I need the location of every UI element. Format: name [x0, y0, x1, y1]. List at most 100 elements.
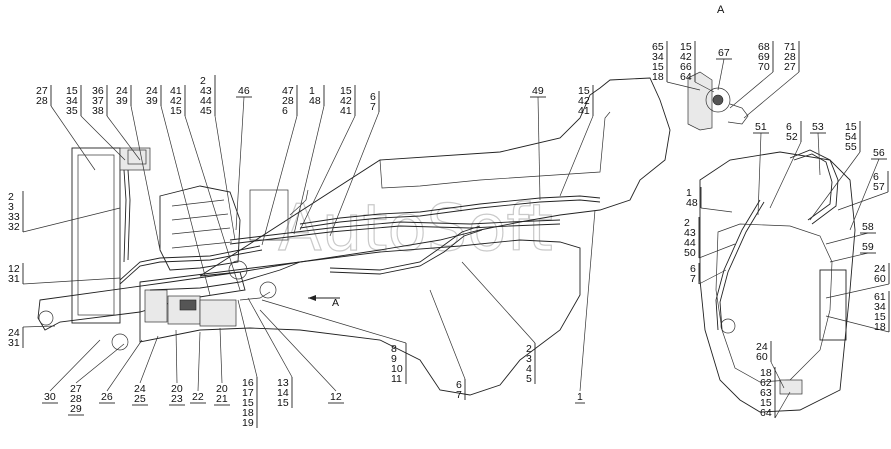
callout-number: 18 — [760, 367, 772, 379]
callout-number: 33 — [8, 211, 20, 223]
callout-c20: 26 — [99, 391, 115, 404]
leader-line — [559, 115, 594, 197]
callout-number: 15 — [652, 61, 664, 73]
callout-number: 71 — [784, 41, 796, 53]
callout-number: 59 — [862, 241, 874, 253]
callout-number: 36 — [92, 85, 104, 97]
callout-number: 15 — [170, 105, 182, 117]
callout-number: 53 — [812, 121, 824, 133]
leader-line — [22, 277, 121, 285]
leader-line — [214, 115, 236, 241]
callout-number: 48 — [309, 95, 321, 107]
leader-line — [22, 325, 56, 328]
leader-line — [49, 339, 101, 392]
view-a-fitting-core — [712, 94, 724, 106]
callout-number: 24 — [146, 85, 158, 97]
callout-number: 6 — [370, 91, 376, 103]
callout-number: 66 — [680, 61, 692, 73]
callout-c13: 49 — [530, 85, 546, 98]
leader-line — [666, 81, 701, 91]
callout-number: 7 — [456, 389, 462, 401]
callout-a10: 56 — [871, 147, 887, 160]
callout-number: 19 — [242, 417, 254, 429]
leader-line — [717, 58, 725, 91]
callout-c27: 12 — [328, 391, 344, 404]
callout-c29: 67 — [456, 379, 466, 401]
view-a-inner — [715, 223, 833, 383]
callout-number: 54 — [845, 131, 857, 143]
callout-number: 57 — [873, 181, 885, 193]
radiator-core — [77, 154, 115, 316]
callout-number: 39 — [146, 95, 158, 107]
callout-number: 24 — [8, 327, 20, 339]
callout-number: 46 — [238, 85, 250, 97]
callout-a08: 53 — [810, 121, 826, 134]
callout-number: 41 — [340, 105, 352, 117]
leader-line — [770, 361, 785, 389]
callout-number: 15 — [277, 397, 289, 409]
callout-number: 10 — [391, 363, 403, 375]
callout-number: 24 — [134, 383, 146, 395]
leader-line — [537, 96, 541, 201]
tank — [119, 147, 151, 171]
leader-line — [825, 283, 890, 299]
leader-line — [849, 158, 880, 231]
callout-number: 6 — [456, 379, 462, 391]
pump-cluster — [111, 260, 277, 351]
callout-number: 51 — [755, 121, 767, 133]
callout-number: 14 — [277, 387, 289, 399]
leader-line — [774, 391, 791, 419]
leader-line — [769, 141, 802, 209]
leader-line — [261, 299, 407, 344]
callout-number: 48 — [686, 197, 698, 209]
callout-number: 34 — [874, 301, 886, 313]
callout-number: 35 — [66, 105, 78, 117]
view-a-hose-2 — [793, 153, 833, 221]
view-a-hose-1 — [789, 149, 839, 225]
callout-c10: 148 — [309, 85, 325, 107]
leader-line — [825, 315, 890, 333]
callout-number: 60 — [874, 273, 886, 285]
callout-c31: 1 — [575, 391, 585, 404]
leader-line — [299, 115, 356, 231]
callout-number: 52 — [786, 131, 798, 143]
leader-line — [817, 132, 821, 176]
callout-number: 67 — [718, 47, 730, 59]
leader-line — [197, 331, 201, 392]
leader-line — [698, 243, 736, 259]
leader-line — [429, 289, 466, 380]
callout-number: 15 — [340, 85, 352, 97]
leader-line — [809, 151, 861, 221]
leader-line — [219, 327, 223, 384]
callout-number: 15 — [680, 41, 692, 53]
callout-number: 50 — [684, 247, 696, 259]
radiator — [71, 147, 121, 324]
leader-line — [175, 329, 178, 384]
callout-number: 12 — [330, 391, 342, 403]
leader-line — [80, 115, 126, 161]
callout-c12: 67 — [370, 91, 380, 113]
callout-number: 15 — [578, 85, 590, 97]
callout-number: 69 — [758, 51, 770, 63]
callout-number: 58 — [862, 221, 874, 233]
callout-number: 2 — [8, 191, 14, 203]
leader-line — [829, 252, 869, 263]
callout-number: 42 — [578, 95, 590, 107]
callout-number: 16 — [242, 377, 254, 389]
callout-number: 21 — [216, 393, 228, 405]
callout-number: 43 — [200, 85, 212, 97]
leader-line — [106, 339, 143, 392]
callout-number: 6 — [282, 105, 288, 117]
